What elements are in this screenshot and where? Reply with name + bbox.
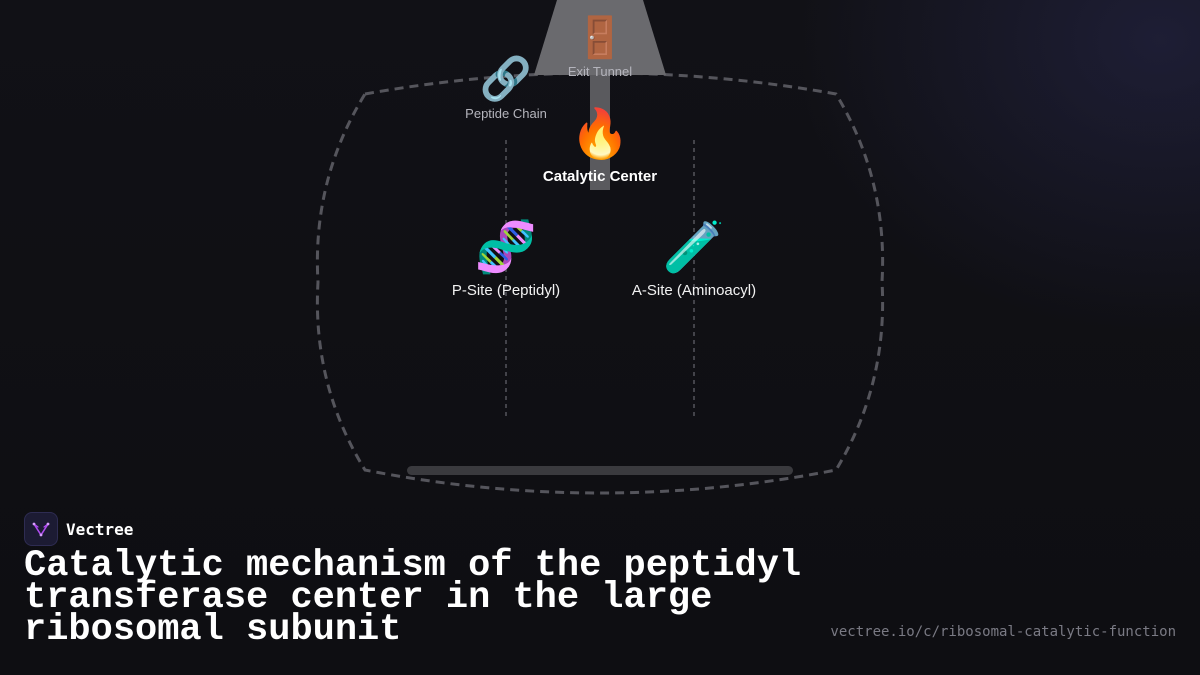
p-site: 🧬 P-Site (Peptidyl) [452, 222, 560, 299]
fire-icon: 🔥 [570, 106, 630, 162]
brand[interactable]: Vectree [24, 512, 133, 546]
peptide-chain-label: Peptide Chain [465, 106, 547, 121]
catalytic-center: 🔥 Catalytic Center [543, 110, 657, 185]
test-tube-icon: 🧪 [662, 218, 726, 276]
tunnel-funnel [534, 0, 666, 75]
door-icon: 🚪 [575, 15, 625, 61]
catalytic-center-label: Catalytic Center [542, 168, 658, 185]
dna-icon: 🧬 [474, 218, 538, 276]
link-icon: 🔗 [479, 54, 533, 103]
a-site-label: A-Site (Aminoacyl) [631, 282, 757, 299]
subunit-base [407, 466, 793, 475]
vectree-logo-icon [24, 512, 58, 546]
vectree-logo-mark [32, 522, 50, 537]
subunit-outline [315, 71, 885, 495]
peptide-chain: 🔗 Peptide Chain [465, 54, 547, 122]
page-url[interactable]: vectree.io/c/ribosomal-catalytic-functio… [830, 624, 1176, 640]
tunnel-stem [590, 60, 610, 190]
exit-tunnel: 🚪 Exit Tunnel [568, 18, 632, 79]
page-title: Catalytic mechanism of the peptidyl tran… [24, 545, 802, 651]
brand-name: Vectree [66, 519, 134, 539]
a-site: 🧪 A-Site (Aminoacyl) [632, 222, 756, 299]
p-site-label: P-Site (Peptidyl) [451, 282, 561, 299]
exit-tunnel-label: Exit Tunnel [567, 64, 633, 79]
